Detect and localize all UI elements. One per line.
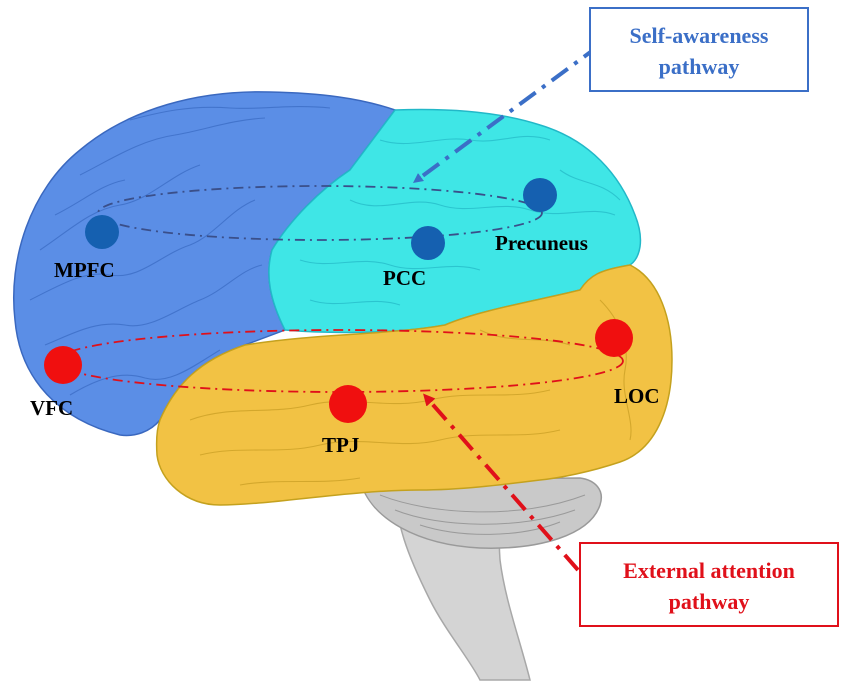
node-tpj: TPJ bbox=[322, 385, 367, 457]
loc-marker bbox=[595, 319, 633, 357]
self-awareness-box bbox=[589, 7, 809, 92]
temporal-occipital-lobe bbox=[155, 264, 673, 506]
vfc-marker bbox=[44, 346, 82, 384]
precuneus-label: Precuneus bbox=[495, 231, 588, 255]
loc-label: LOC bbox=[614, 384, 660, 408]
self-awareness-subtitle: pathway bbox=[659, 54, 740, 79]
brainstem-cerebellum bbox=[359, 469, 602, 681]
self-awareness-loop bbox=[97, 185, 543, 241]
mpfc-label: MPFC bbox=[54, 258, 115, 282]
external-attention-arrow bbox=[423, 393, 580, 572]
temporal-gyri bbox=[189, 299, 632, 486]
frontal-gyri bbox=[29, 106, 331, 396]
cerebellum-folds bbox=[379, 494, 586, 535]
precuneus-marker bbox=[523, 178, 557, 212]
mpfc-marker bbox=[85, 215, 119, 249]
node-vfc: VFC bbox=[30, 346, 82, 420]
vfc-label: VFC bbox=[30, 396, 73, 420]
external-attention-title: External attention bbox=[623, 558, 795, 583]
pcc-marker bbox=[411, 226, 445, 260]
node-loc: LOC bbox=[595, 319, 660, 408]
pcc-label: PCC bbox=[383, 266, 426, 290]
tpj-label: TPJ bbox=[322, 433, 359, 457]
external-attention-callout: External attention pathway bbox=[579, 542, 839, 627]
self-awareness-title: Self-awareness bbox=[630, 23, 769, 48]
self-awareness-callout: Self-awareness pathway bbox=[589, 7, 809, 92]
external-attention-box bbox=[579, 542, 839, 627]
external-attention-subtitle: pathway bbox=[669, 589, 750, 614]
self-awareness-arrow bbox=[412, 43, 602, 183]
node-pcc: PCC bbox=[383, 226, 445, 290]
node-mpfc: MPFC bbox=[54, 215, 119, 282]
tpj-marker bbox=[329, 385, 367, 423]
node-precuneus: Precuneus bbox=[495, 178, 588, 255]
